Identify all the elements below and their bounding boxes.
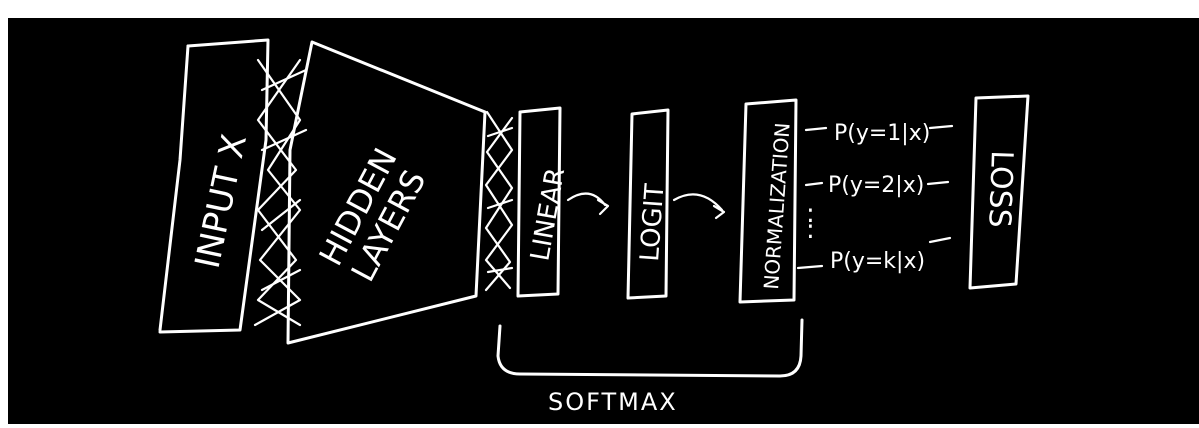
output-dash-2-right	[926, 180, 950, 186]
output-dash-3-right	[928, 236, 952, 244]
blackboard-background	[8, 18, 1199, 424]
loss-block: LOSS	[968, 94, 1030, 290]
output-ellipsis: :	[806, 199, 815, 229]
output-ellipsis-2: :	[806, 215, 815, 245]
arrow-linear-to-logit	[566, 192, 610, 216]
hidden-linear-connections	[484, 110, 514, 292]
output-prob-2: P(y=2|x)	[828, 173, 924, 198]
softmax-bracket: SOFTMAX	[496, 318, 804, 416]
arrow-logit-to-normalization	[672, 193, 726, 220]
output-prob-3: P(y=k|x)	[830, 249, 925, 274]
output-dash-1-right	[928, 124, 954, 130]
input-hidden-connections	[253, 58, 308, 327]
output-prob-1: P(y=1|x)	[834, 121, 930, 146]
logit-block: LOGIT	[626, 108, 670, 300]
output-probabilities: P(y=1|x) P(y=2|x) : : P(y=k|x)	[796, 121, 954, 274]
loss-label: LOSS	[981, 150, 1019, 229]
output-dash-1-left	[804, 126, 828, 132]
output-dash-2-left	[804, 181, 824, 187]
logit-label: LOGIT	[635, 183, 670, 263]
softmax-label: SOFTMAX	[548, 388, 678, 416]
output-dash-3-left	[796, 264, 824, 270]
